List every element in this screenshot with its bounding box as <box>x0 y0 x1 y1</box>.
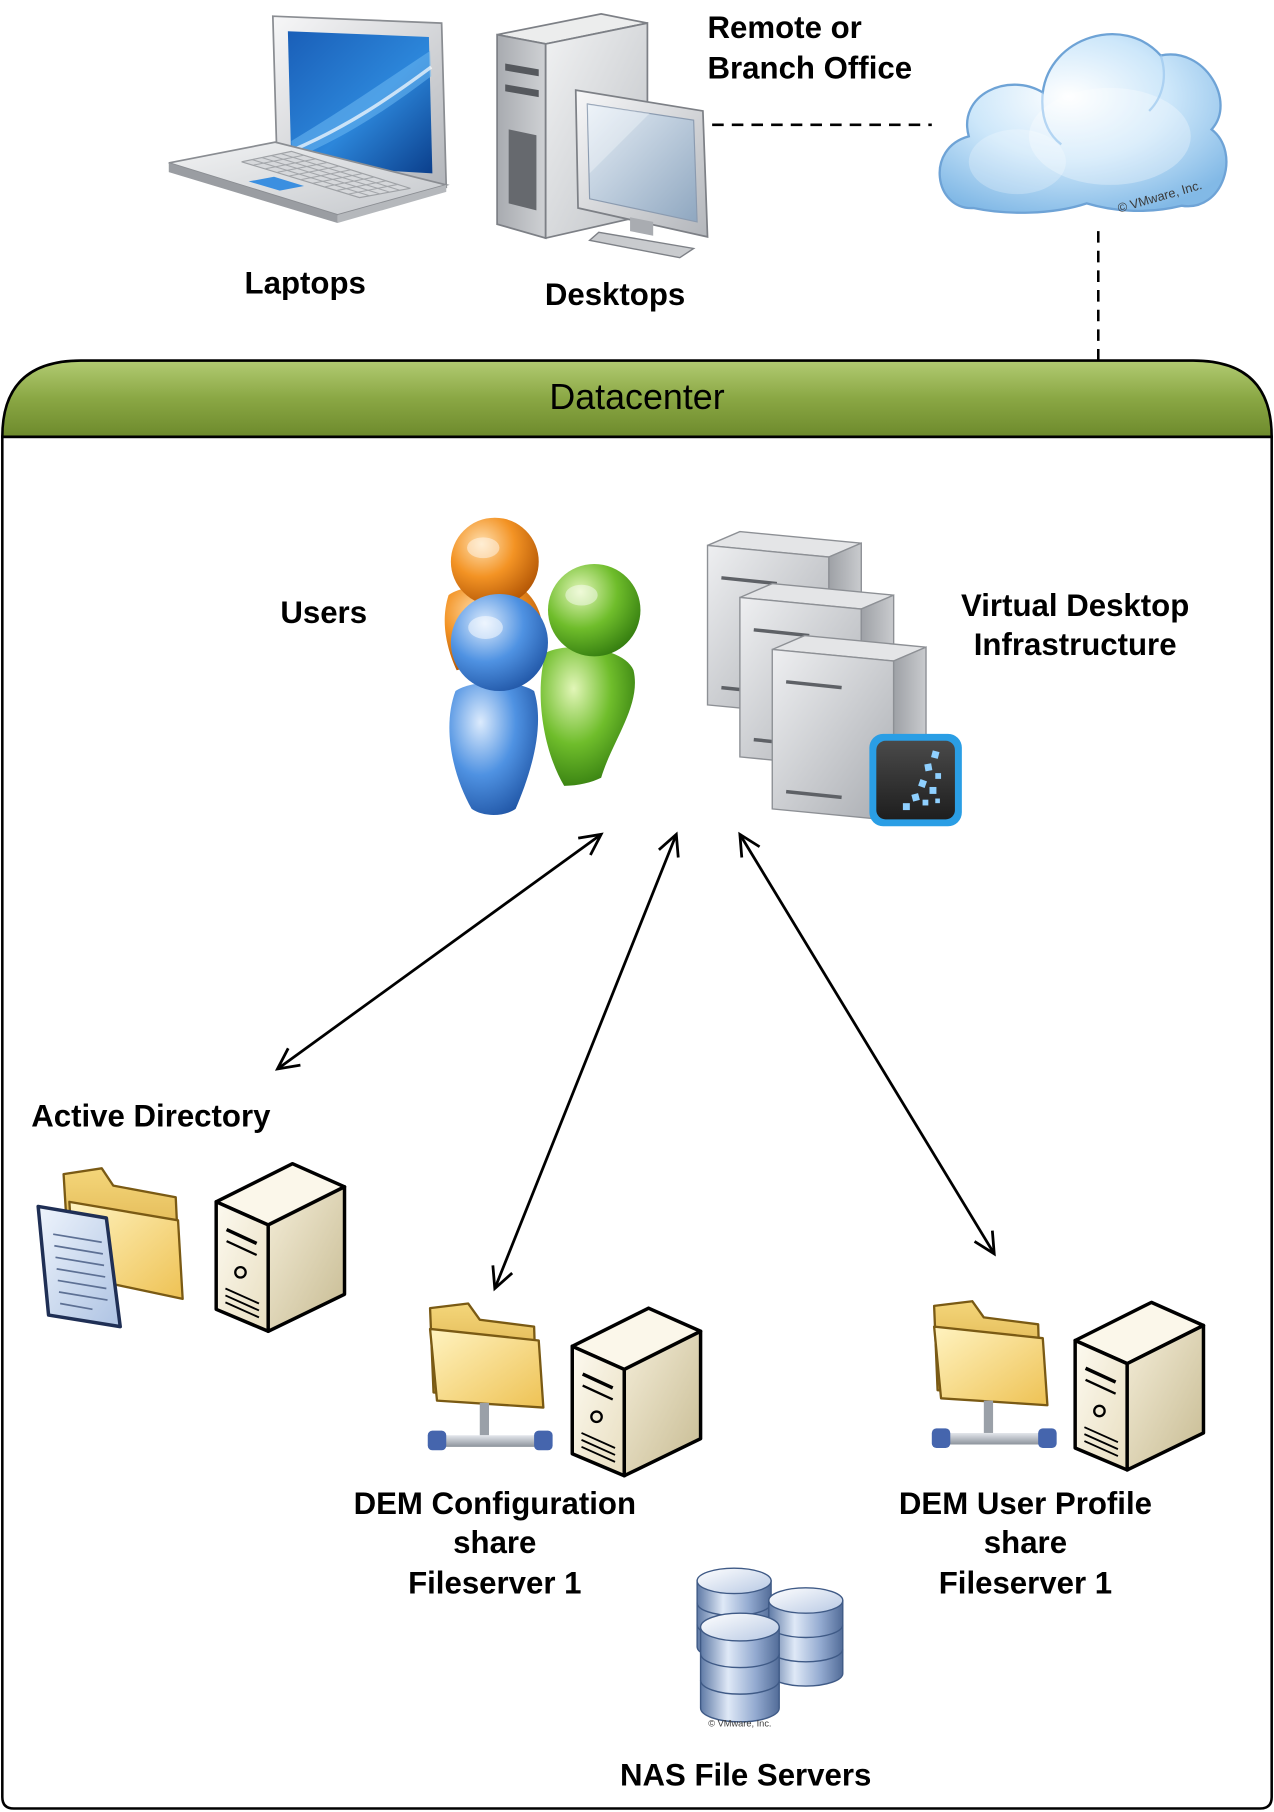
server-icon <box>1073 1300 1206 1472</box>
laptop-icon <box>168 15 450 224</box>
desktop-icon <box>496 12 709 259</box>
dem-configuration-label: DEM Configuration share Fileserver 1 <box>354 1486 636 1601</box>
server-icon <box>570 1306 703 1478</box>
arrow-users-dem-user-profile <box>738 831 996 1257</box>
dem-user-profile-line3: Fileserver 1 <box>939 1566 1112 1601</box>
dem-configuration-line2: share <box>453 1525 536 1560</box>
desktops-label: Desktops <box>545 277 685 312</box>
vdi-servers-icon <box>706 530 962 827</box>
remote-office-line1: Remote or <box>708 10 862 45</box>
users-icon <box>444 517 641 815</box>
document-folder-icon <box>36 1167 184 1329</box>
remote-office-line2: Branch Office <box>708 51 913 86</box>
network-share-folder-icon <box>931 1300 1057 1448</box>
vdi-label: Virtual Desktop Infrastructure <box>961 588 1189 662</box>
nas-copyright-watermark: © VMware, Inc. <box>708 1718 771 1728</box>
dem-user-profile-line1: DEM User Profile <box>899 1486 1152 1521</box>
active-directory-label: Active Directory <box>31 1099 271 1134</box>
datacenter-title: Datacenter <box>549 377 724 417</box>
cloud-icon <box>938 33 1228 214</box>
network-share-folder-icon <box>427 1302 553 1451</box>
dem-user-profile-line2: share <box>984 1525 1067 1560</box>
dem-configuration-line3: Fileserver 1 <box>408 1566 581 1601</box>
database-icon <box>696 1567 844 1723</box>
vdi-label-line1: Virtual Desktop <box>961 588 1189 623</box>
server-icon <box>214 1161 347 1333</box>
dem-configuration-line1: DEM Configuration <box>354 1486 636 1521</box>
arrow-users-dem-configuration <box>491 831 680 1292</box>
dem-user-profile-label: DEM User Profile share Fileserver 1 <box>899 1486 1152 1601</box>
remote-office-label: Remote or Branch Office <box>708 10 913 85</box>
vdi-app-badge-icon <box>869 733 962 827</box>
nas-label: NAS File Servers <box>620 1757 871 1792</box>
laptops-label: Laptops <box>245 266 366 301</box>
vdi-label-line2: Infrastructure <box>974 627 1177 662</box>
datacenter-header <box>1 359 1273 439</box>
users-label: Users <box>280 595 367 630</box>
